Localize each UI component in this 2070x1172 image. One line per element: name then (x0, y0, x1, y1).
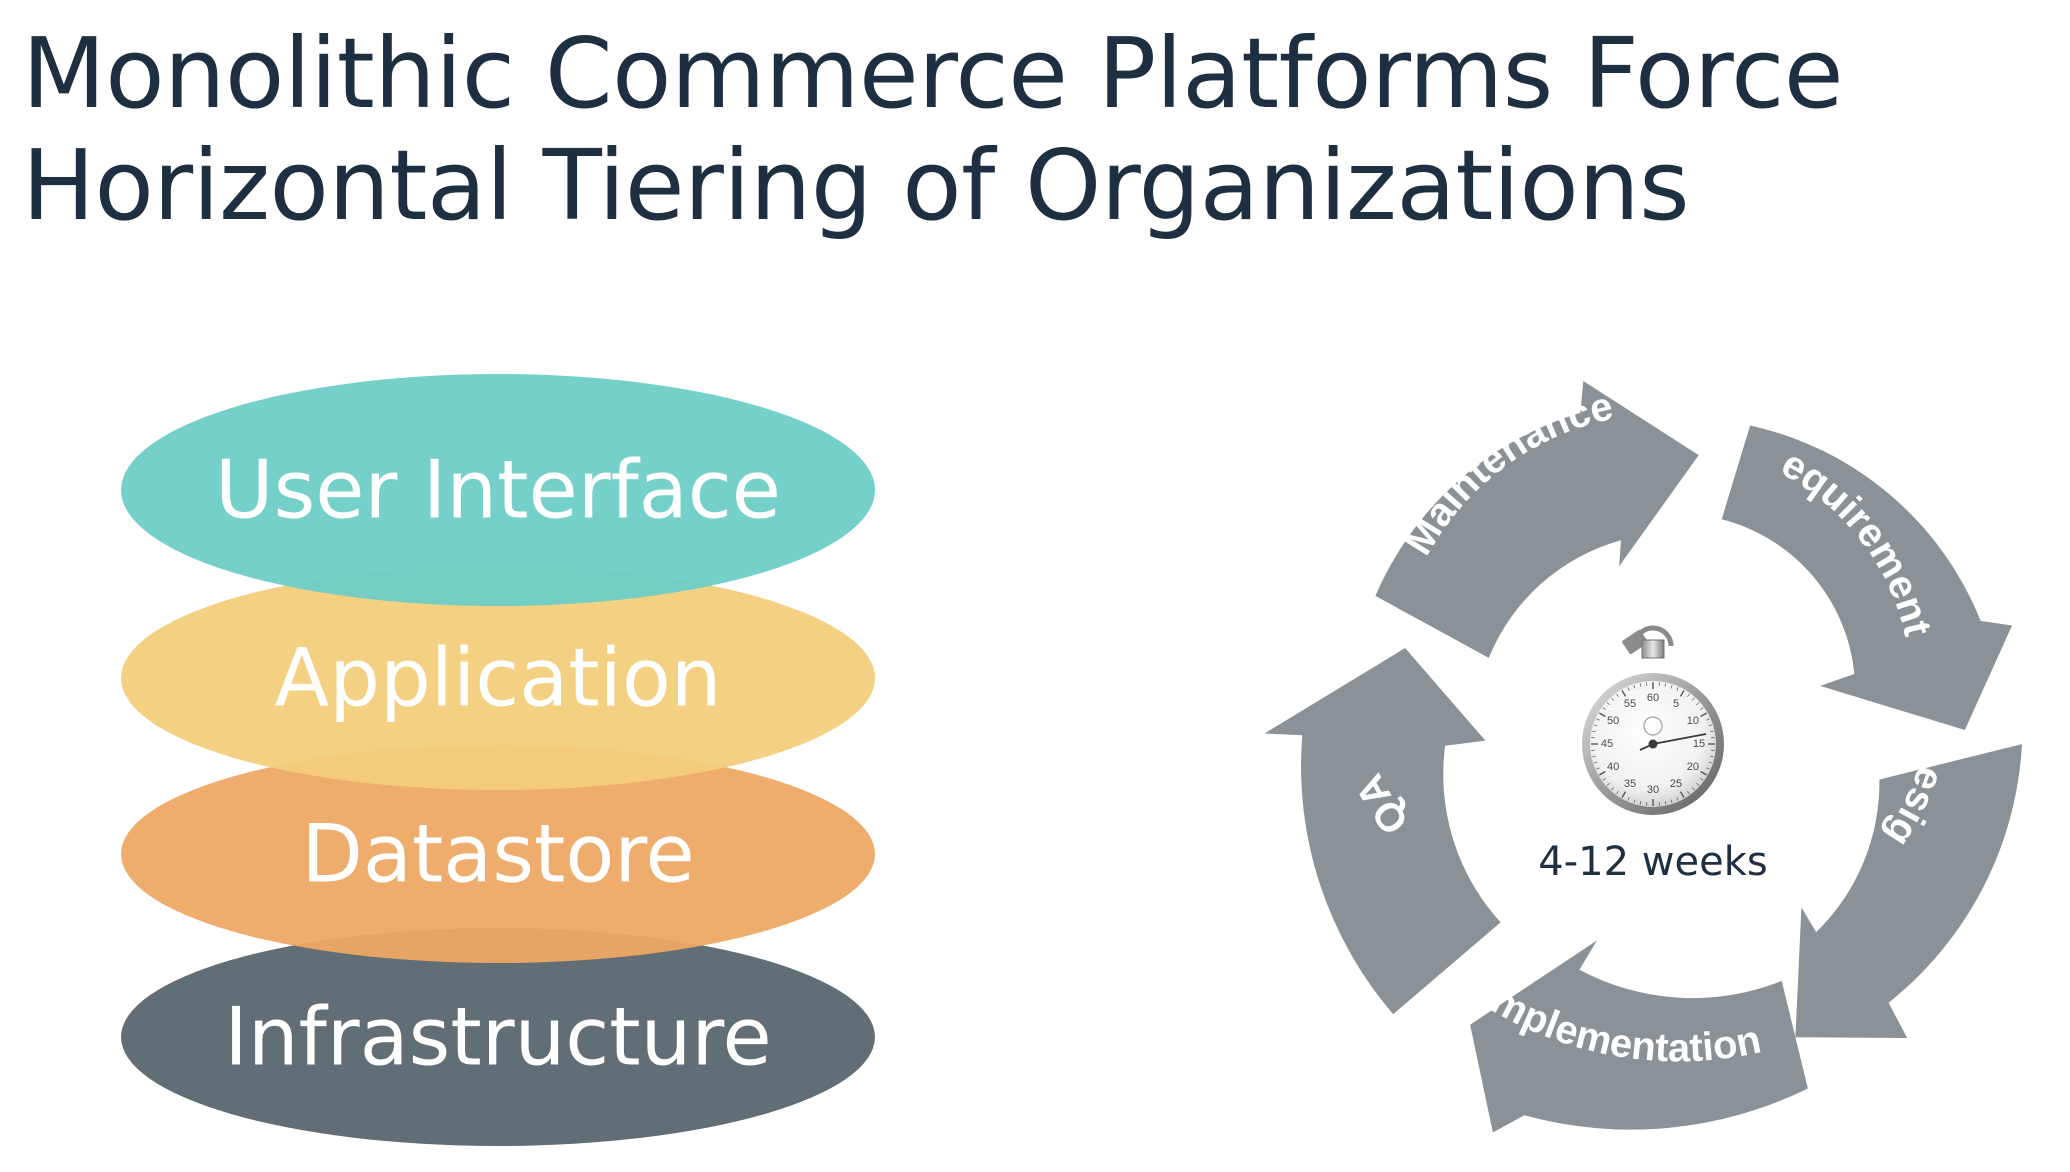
stopwatch-tick (1679, 689, 1685, 697)
stopwatch-tick (1639, 683, 1642, 687)
layer-infrastructure-shape (121, 928, 875, 1146)
stopwatch-tick (1633, 684, 1636, 689)
stopwatch-icon: 60 5 10 15 20 25 30 35 40 45 50 55 (1582, 625, 1724, 815)
layer-user-interface-label: User Interface (215, 444, 781, 537)
stopwatch-tick (1627, 687, 1630, 691)
stopwatch-tick (1596, 718, 1600, 721)
page-title-line-2: Horizontal Tiering of Organizations (22, 129, 1690, 242)
stopwatch-dial-number: 35 (1624, 778, 1636, 790)
stopwatch-tick (1676, 797, 1679, 801)
stopwatch-tick (1616, 693, 1619, 697)
stopwatch-tick (1593, 724, 1598, 727)
implementation-arrow (1470, 940, 1808, 1133)
page-title: Monolithic Commerce Platforms Force Hori… (22, 18, 1922, 242)
stopwatch-tick (1596, 767, 1600, 770)
stopwatch-dial-number: 45 (1601, 738, 1613, 750)
stopwatch-dial-number: 60 (1647, 692, 1659, 704)
stopwatch-dial-number: 55 (1624, 698, 1636, 710)
stopwatch-tick (1598, 712, 1606, 718)
stopwatch-tick (1670, 799, 1673, 804)
layer-infrastructure-label: Infrastructure (224, 991, 771, 1084)
stopwatch-tick (1606, 782, 1610, 786)
layer-application-label: Application (275, 632, 722, 725)
stopwatch-tick (1691, 787, 1695, 791)
stopwatch-tick (1611, 787, 1615, 791)
stopwatch-tick (1687, 791, 1690, 795)
stopwatch-tick (1606, 702, 1610, 706)
stopwatch-dial-number: 30 (1647, 784, 1659, 796)
stopwatch-tick (1710, 755, 1714, 758)
stopwatch-dial-number: 50 (1607, 715, 1619, 727)
stopwatch-tick (1676, 687, 1679, 691)
tier-stack: Infrastructure Datastore Application Use… (121, 374, 875, 1146)
stopwatch-tick (1706, 767, 1710, 770)
stopwatch-dial-number: 10 (1687, 715, 1699, 727)
stopwatch-dial-number: 20 (1687, 761, 1699, 773)
stopwatch-tick (1592, 730, 1596, 733)
stopwatch-tick (1627, 797, 1630, 801)
layer-user-interface: User Interface (121, 374, 875, 606)
stopwatch-tick (1687, 693, 1690, 697)
stopwatch-tick (1708, 724, 1713, 727)
stopwatch-tick (1700, 712, 1708, 718)
stopwatch-dial-number: 5 (1673, 698, 1679, 710)
qa-arrow (1264, 648, 1501, 1015)
stopwatch-tick (1616, 791, 1619, 795)
stopwatch-tick (1700, 707, 1704, 710)
stopwatch-ticks (1591, 682, 1715, 806)
stopwatch-tick (1670, 684, 1673, 689)
stopwatch-tick (1691, 697, 1695, 701)
stopwatch-tick (1679, 791, 1685, 799)
stopwatch-tick (1708, 761, 1713, 764)
layer-application: Application (121, 566, 875, 790)
requirements-arrow (1721, 425, 2013, 730)
stopwatch-tick (1611, 697, 1615, 701)
stopwatch-tick (1710, 730, 1714, 733)
stopwatch-tick (1696, 782, 1700, 786)
stopwatch-tick (1639, 801, 1642, 805)
stopwatch-tick (1602, 707, 1606, 710)
stopwatch-dial-numbers: 60 5 10 15 20 25 30 35 40 45 50 55 (1601, 692, 1705, 796)
layer-datastore: Datastore (121, 745, 875, 963)
stopwatch-tick (1602, 778, 1606, 781)
design-arrow (1795, 744, 2022, 1038)
layer-application-shape (121, 566, 875, 790)
stopwatch-dial-number: 40 (1607, 761, 1619, 773)
stopwatch-tick (1598, 770, 1606, 776)
stopwatch-tick (1664, 683, 1667, 687)
layer-datastore-shape (121, 745, 875, 963)
stopwatch-dial-number: 15 (1693, 738, 1705, 750)
layer-user-interface-shape (121, 374, 875, 606)
stopwatch-tick (1696, 702, 1700, 706)
stopwatch-tick (1593, 761, 1598, 764)
stopwatch-tick (1592, 755, 1596, 758)
stopwatch-tick (1706, 718, 1710, 721)
stopwatch-tick (1664, 801, 1667, 805)
layer-datastore-label: Datastore (301, 808, 694, 901)
stopwatch-dial-number: 25 (1670, 778, 1682, 790)
layer-infrastructure: Infrastructure (121, 928, 875, 1146)
cycle-duration: 4-12 weeks (1538, 839, 1767, 885)
maintenance-arrow (1375, 381, 1699, 658)
page-title-line-1: Monolithic Commerce Platforms Force (22, 17, 1844, 130)
stopwatch-tick (1621, 689, 1627, 697)
stopwatch-tick (1700, 770, 1708, 776)
stopwatch-tick (1621, 791, 1627, 799)
stopwatch-tick (1633, 799, 1636, 804)
stopwatch-tick (1700, 778, 1704, 781)
